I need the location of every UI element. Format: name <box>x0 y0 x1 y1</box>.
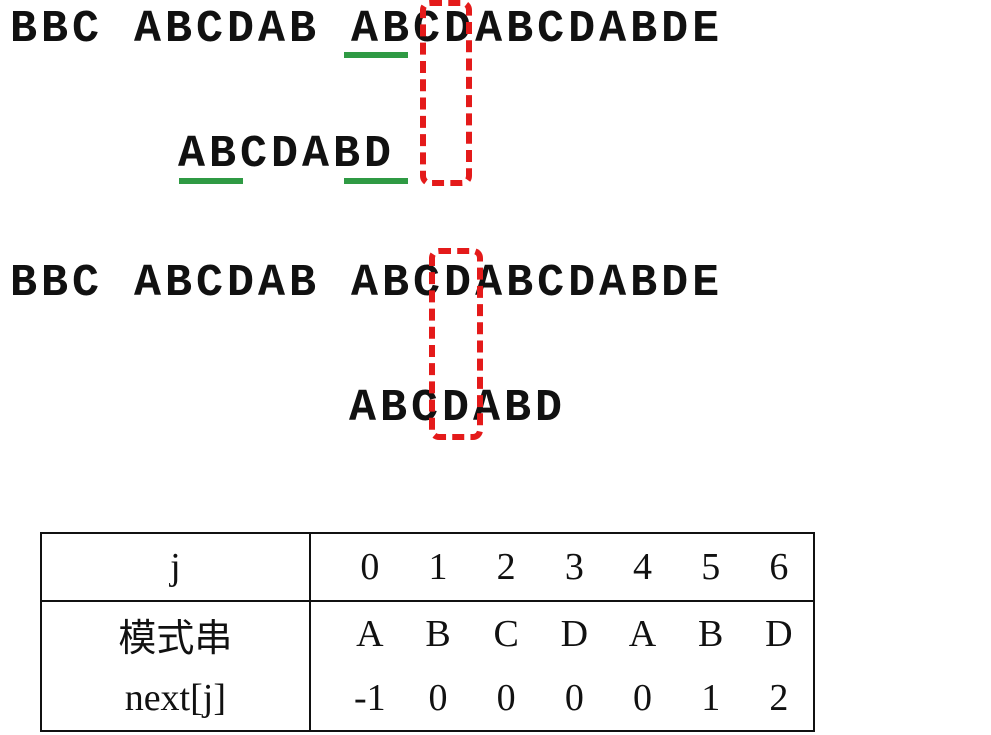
pattern-cell: B <box>425 613 451 655</box>
pattern-line-1: ABCDABD <box>178 129 396 180</box>
pattern-suffix-ab-underline <box>344 178 408 184</box>
pattern-cell: D <box>560 613 589 655</box>
pattern-cell: A <box>628 613 657 655</box>
index-cell: 0 <box>335 533 404 602</box>
header-next: next[j] <box>41 666 311 731</box>
next-cell: 0 <box>496 677 516 719</box>
pattern-cell: D <box>765 613 793 655</box>
index-cell: 2 <box>472 533 541 602</box>
index-cell: 4 <box>608 533 677 602</box>
pattern-cell: A <box>356 613 384 655</box>
pad-cell <box>310 666 336 731</box>
pattern-cell: B <box>698 613 724 655</box>
header-pattern: 模式串 <box>41 601 311 666</box>
table-row-next: next[j] -1 0 0 0 0 1 2 <box>41 666 814 731</box>
next-cell: 0 <box>428 677 448 719</box>
text-line-2: BBC ABCDAB ABCDABCDABDE <box>10 258 724 309</box>
index-cell: 5 <box>676 533 745 602</box>
mismatch-highlight-box-1 <box>420 0 472 186</box>
next-cell: 2 <box>769 677 789 719</box>
pad-cell <box>309 533 336 602</box>
next-cell: 0 <box>633 677 653 719</box>
next-cell: -1 <box>354 677 386 719</box>
table-row-index: j 0 1 2 3 4 5 6 <box>41 533 814 602</box>
mismatch-highlight-box-2 <box>429 248 483 440</box>
pattern-cell: C <box>493 613 519 655</box>
header-j: j <box>41 533 311 602</box>
index-cell: 3 <box>540 533 609 602</box>
text-line-1: BBC ABCDAB ABCDABCDABDE <box>10 4 724 55</box>
index-cell: 6 <box>744 533 814 602</box>
next-cell: 1 <box>701 677 721 719</box>
pattern-prefix-ab-underline <box>179 178 243 184</box>
next-array-table: j 0 1 2 3 4 5 6 模式串 A B C D A B D next[j… <box>40 532 815 732</box>
next-cell: 0 <box>564 677 584 719</box>
pad-cell <box>310 601 336 666</box>
index-cell: 1 <box>403 533 473 602</box>
pattern-line-2: ABCDABD <box>349 383 567 434</box>
text-suffix-ab-underline <box>344 52 408 58</box>
table-row-pattern: 模式串 A B C D A B D <box>41 601 814 666</box>
